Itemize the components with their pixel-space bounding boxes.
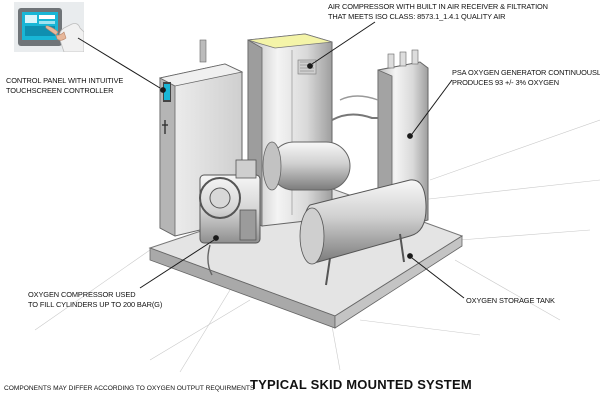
air-receiver-tank: [262, 141, 351, 191]
oxygen-storage-tank: [299, 179, 427, 286]
callout-control-panel: CONTROL PANEL WITH INTUITIVE TOUCHSCREEN…: [6, 76, 123, 96]
leader-lines: [77, 21, 465, 299]
callout-storage-tank-line1: OXYGEN STORAGE TANK: [466, 296, 555, 305]
oxygen-compressor: [199, 159, 261, 276]
callout-oxygen-compressor-line2: TO FILL CYLINDERS UP TO 200 BAR(G): [28, 300, 163, 309]
callout-psa-generator: PSA OXYGEN GENERATOR CONTINUOUSLY PRODUC…: [452, 68, 600, 88]
perspective-lines: [34, 119, 600, 373]
footer-note: COMPONENTS MAY DIFFER ACCORDING TO OXYGE…: [4, 385, 255, 392]
touchscreen-photo: [14, 2, 84, 52]
callout-air-compressor-line2: THAT MEETS ISO CLASS: 8573.1_1.4.1 QUALI…: [328, 12, 506, 21]
callout-control-panel-line2: TOUCHSCREEN CONTROLLER: [6, 86, 114, 95]
callout-air-compressor: AIR COMPRESSOR WITH BUILT IN AIR RECEIVE…: [328, 2, 548, 22]
diagram-title: TYPICAL SKID MOUNTED SYSTEM: [250, 377, 472, 392]
callout-control-panel-line1: CONTROL PANEL WITH INTUITIVE: [6, 76, 124, 85]
callout-storage-tank: OXYGEN STORAGE TANK: [466, 296, 555, 306]
callout-air-compressor-line1: AIR COMPRESSOR WITH BUILT IN AIR RECEIVE…: [328, 2, 548, 11]
callout-psa-generator-line1: PSA OXYGEN GENERATOR CONTINUOUSLY: [452, 68, 600, 77]
callout-oxygen-compressor: OXYGEN COMPRESSOR USED TO FILL CYLINDERS…: [28, 290, 162, 310]
callout-psa-generator-line2: PRODUCES 93 +/- 3% OXYGEN: [452, 78, 559, 87]
callout-oxygen-compressor-line1: OXYGEN COMPRESSOR USED: [28, 290, 136, 299]
